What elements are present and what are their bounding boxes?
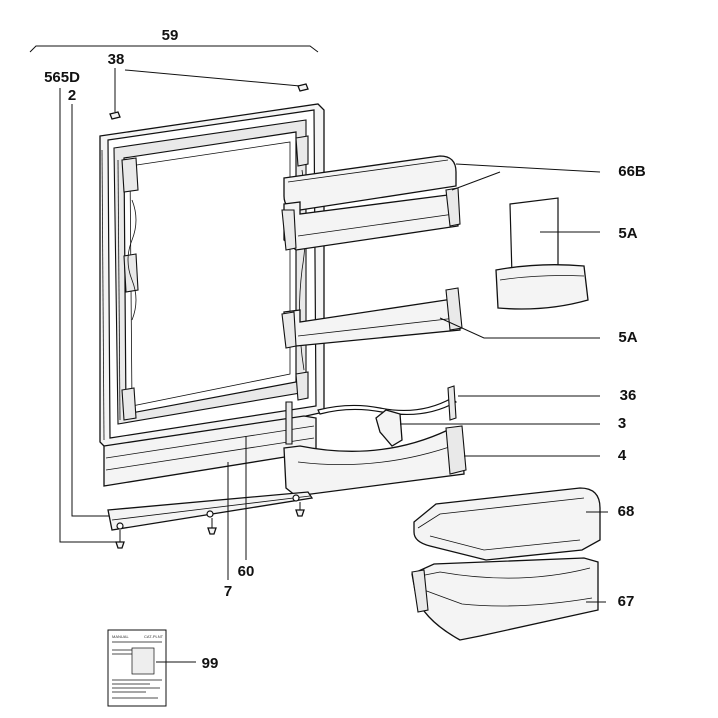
label-99: 99 [202,655,219,672]
bracket-59 [29,45,319,53]
label-67: 67 [618,593,635,610]
manual-booklet: MANUAL CAT-PLNT [107,629,167,707]
label-68: 68 [618,503,635,520]
label-5a-bottom: 5A [618,329,637,346]
top-door-shelf [281,155,461,251]
crisper-drawer [411,557,599,641]
leader-2 [71,104,112,517]
label-565d: 565D [44,69,80,86]
label-36: 36 [620,387,637,404]
leader-5a-bottom [439,317,600,339]
screw-middle [207,518,217,535]
crisper-lid [413,487,601,561]
door-bar [317,385,457,421]
label-66b: 66B [618,163,646,180]
label-38: 38 [108,51,125,68]
leader-66b-a [455,163,601,173]
label-7: 7 [224,583,232,600]
leader-38-b [124,69,301,87]
label-4: 4 [618,447,627,464]
label-59: 59 [162,27,179,44]
label-5a-top: 5A [618,225,637,242]
leader-565d [59,88,116,543]
bottle-insert [495,197,589,310]
leader-66b-b [451,171,501,191]
screw-right [295,502,305,517]
manual-text-right: CAT-PLNT [144,634,164,639]
retainer-clip [375,409,403,447]
door-frame [99,103,325,449]
manual-text-left: MANUAL [112,634,129,639]
hinge-pin-left [109,111,121,120]
label-60: 60 [238,563,255,580]
bottom-door-shelf [283,425,467,497]
bottom-panel [103,401,317,487]
middle-door-shelf [281,287,463,349]
hinge-pin-right [297,83,309,92]
screw-left [115,530,125,549]
bottom-hinge-bracket [107,491,314,531]
label-3: 3 [618,415,626,432]
label-2: 2 [68,87,76,104]
